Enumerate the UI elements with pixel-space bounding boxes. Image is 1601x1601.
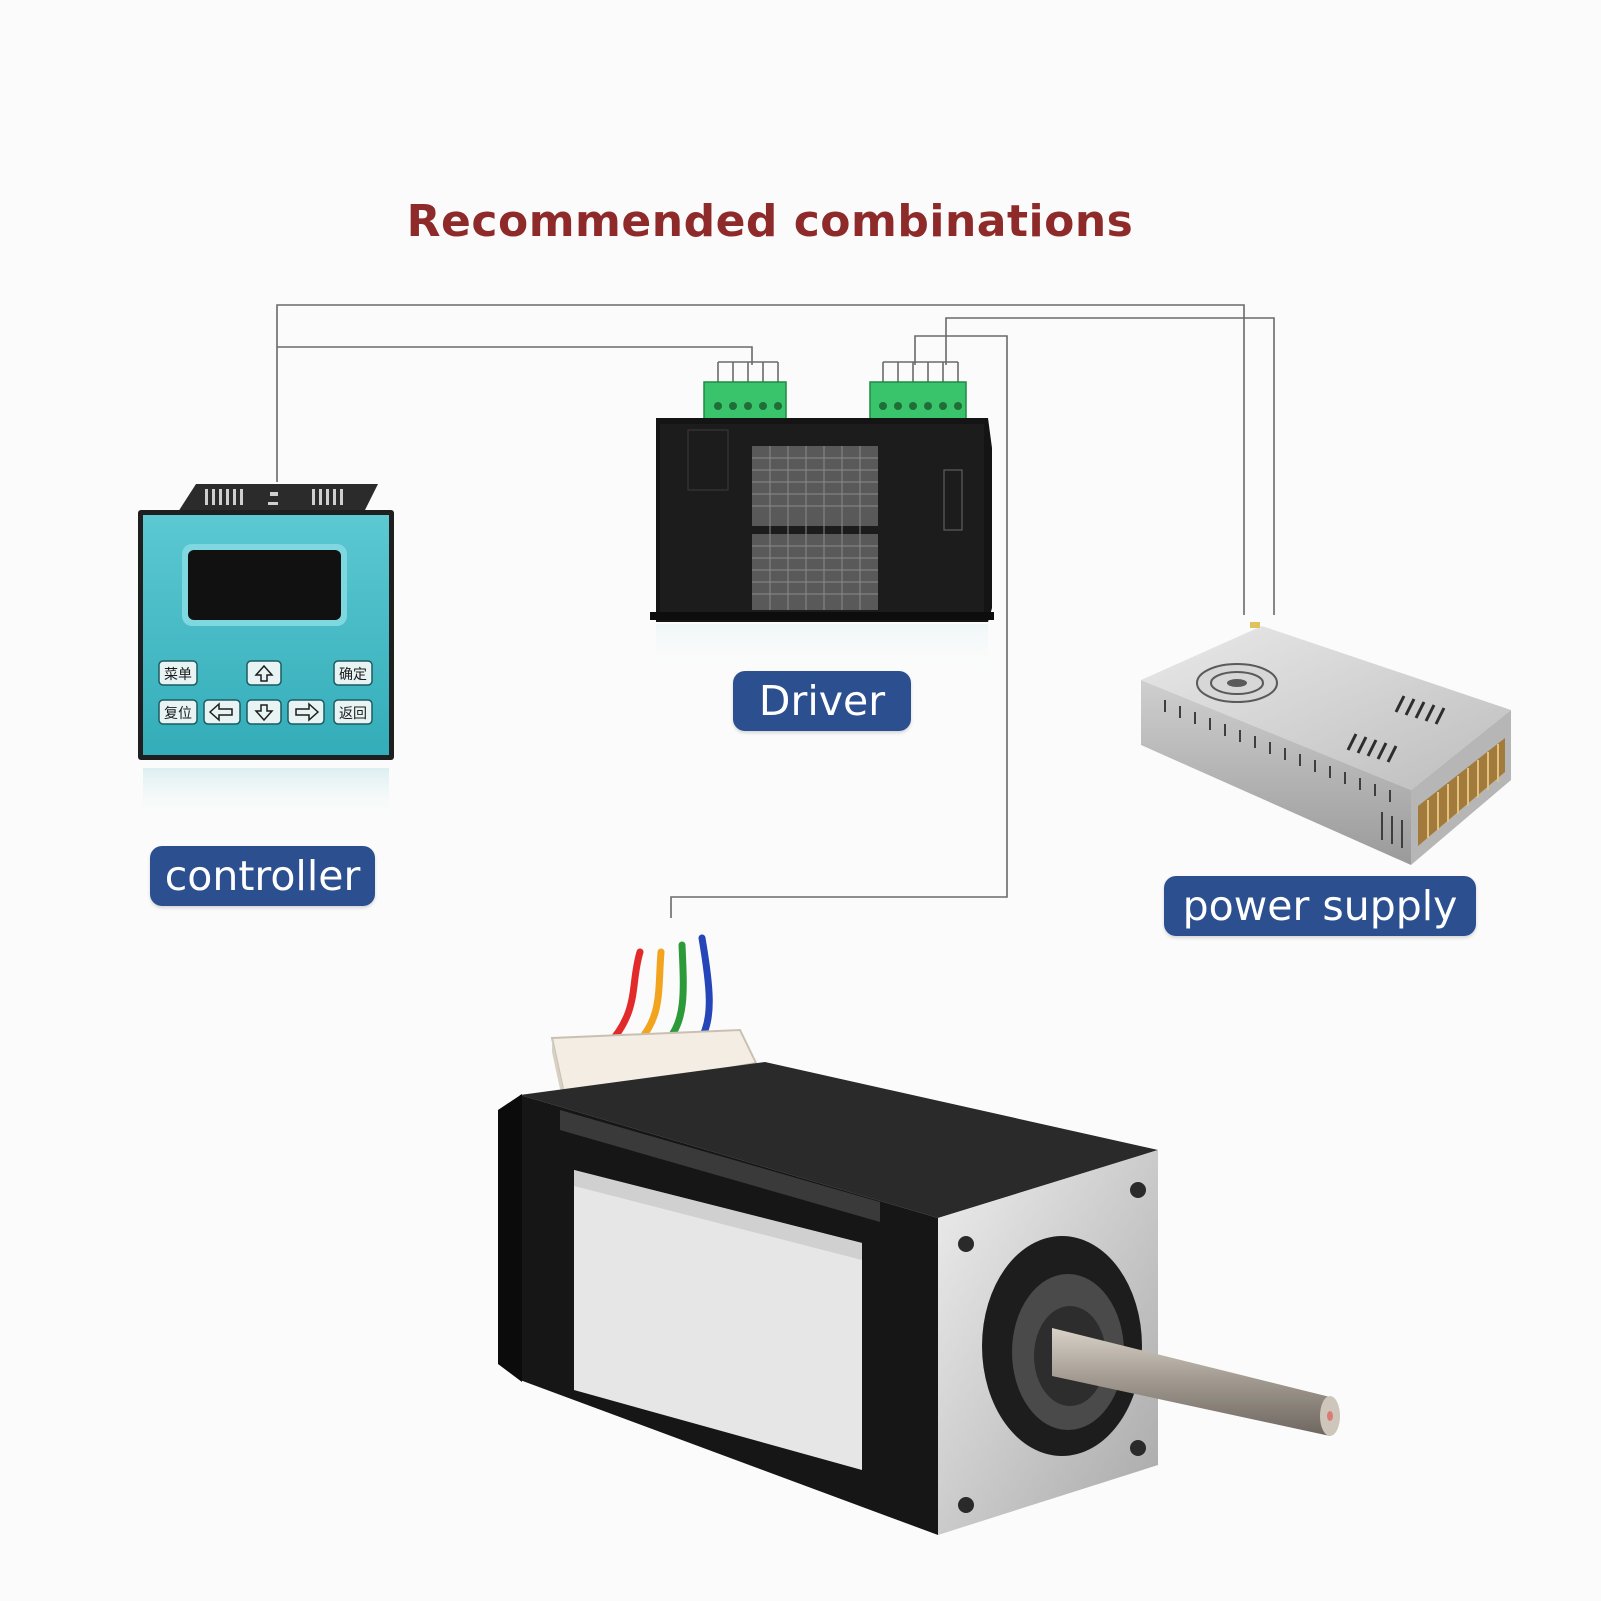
key-confirm: 确定 [339,667,367,683]
page-title: Recommended combinations [406,196,1134,247]
power-supply-device [1141,622,1511,865]
arrow-right-icon [295,702,320,722]
wire-driver-psu [945,317,1275,615]
stepper-motor [498,934,1340,1535]
key-return: 返回 [339,706,367,722]
wire-driver-motor [670,335,1008,918]
controller-label: controller [150,846,375,906]
controller-keypad: 菜单 确定 复位 返回 [158,660,373,725]
key-reset: 复位 [164,705,192,722]
arrow-down-icon [254,704,274,722]
wiring-lines [276,304,1275,918]
controller-device [138,484,394,823]
wire-controller-driver [277,346,753,365]
driver-label: Driver [733,671,911,731]
arrow-left-icon [208,702,233,722]
key-menu: 菜单 [164,667,192,683]
power-supply-label: power supply [1164,876,1476,936]
arrow-up-icon [254,664,274,682]
driver-device [650,381,994,674]
wire-controller-psu [276,304,1245,615]
lcd-display [188,550,341,620]
